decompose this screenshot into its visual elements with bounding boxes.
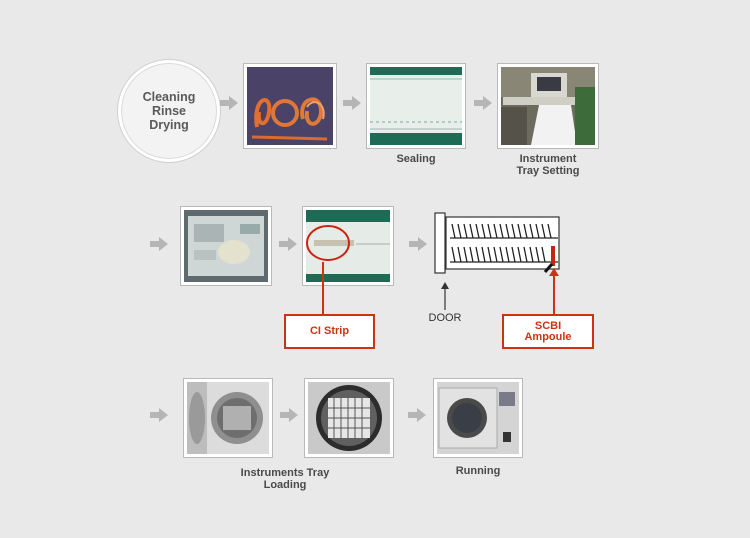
tray-setting-photo — [497, 63, 599, 149]
door-label: DOOR — [428, 312, 462, 324]
sealed-pouch-photo — [180, 206, 272, 286]
ci-strip-label: CI Strip — [309, 325, 350, 337]
scbi-pointer-arrow-icon — [549, 268, 559, 316]
open-chamber-photo — [183, 378, 273, 458]
tubing-photo — [243, 63, 337, 149]
scbi-label: SCBI Ampoule — [524, 319, 572, 343]
ci-strip-pointer-line — [322, 262, 324, 316]
chamber-tray-diagram — [434, 212, 560, 274]
flow-arrow-icon — [343, 96, 361, 110]
sealing-photo — [366, 63, 466, 149]
sterilizer-running-photo — [433, 378, 523, 458]
loading-caption: Instruments Tray Loading — [240, 467, 330, 491]
flow-arrow-icon — [150, 237, 168, 251]
ci-strip-label-box: CI Strip — [284, 314, 375, 349]
sealing-caption: Sealing — [396, 153, 436, 165]
flow-arrow-icon — [220, 96, 238, 110]
flow-arrow-icon — [150, 408, 168, 422]
ci-strip-photo — [302, 206, 394, 286]
flow-arrow-icon — [408, 408, 426, 422]
running-caption: Running — [455, 465, 501, 477]
tray-loaded-photo — [304, 378, 394, 458]
tray-setting-caption: Instrument Tray Setting — [516, 153, 580, 177]
flow-arrow-icon — [280, 408, 298, 422]
cleaning-rinse-drying-label: Cleaning Rinse Drying — [142, 90, 196, 132]
flow-arrow-icon — [474, 96, 492, 110]
flow-arrow-icon — [279, 237, 297, 251]
cleaning-rinse-drying-circle: Cleaning Rinse Drying — [118, 60, 220, 162]
scbi-label-box: SCBI Ampoule — [502, 314, 594, 349]
door-pointer-arrow-icon — [441, 282, 449, 310]
flow-arrow-icon — [409, 237, 427, 251]
